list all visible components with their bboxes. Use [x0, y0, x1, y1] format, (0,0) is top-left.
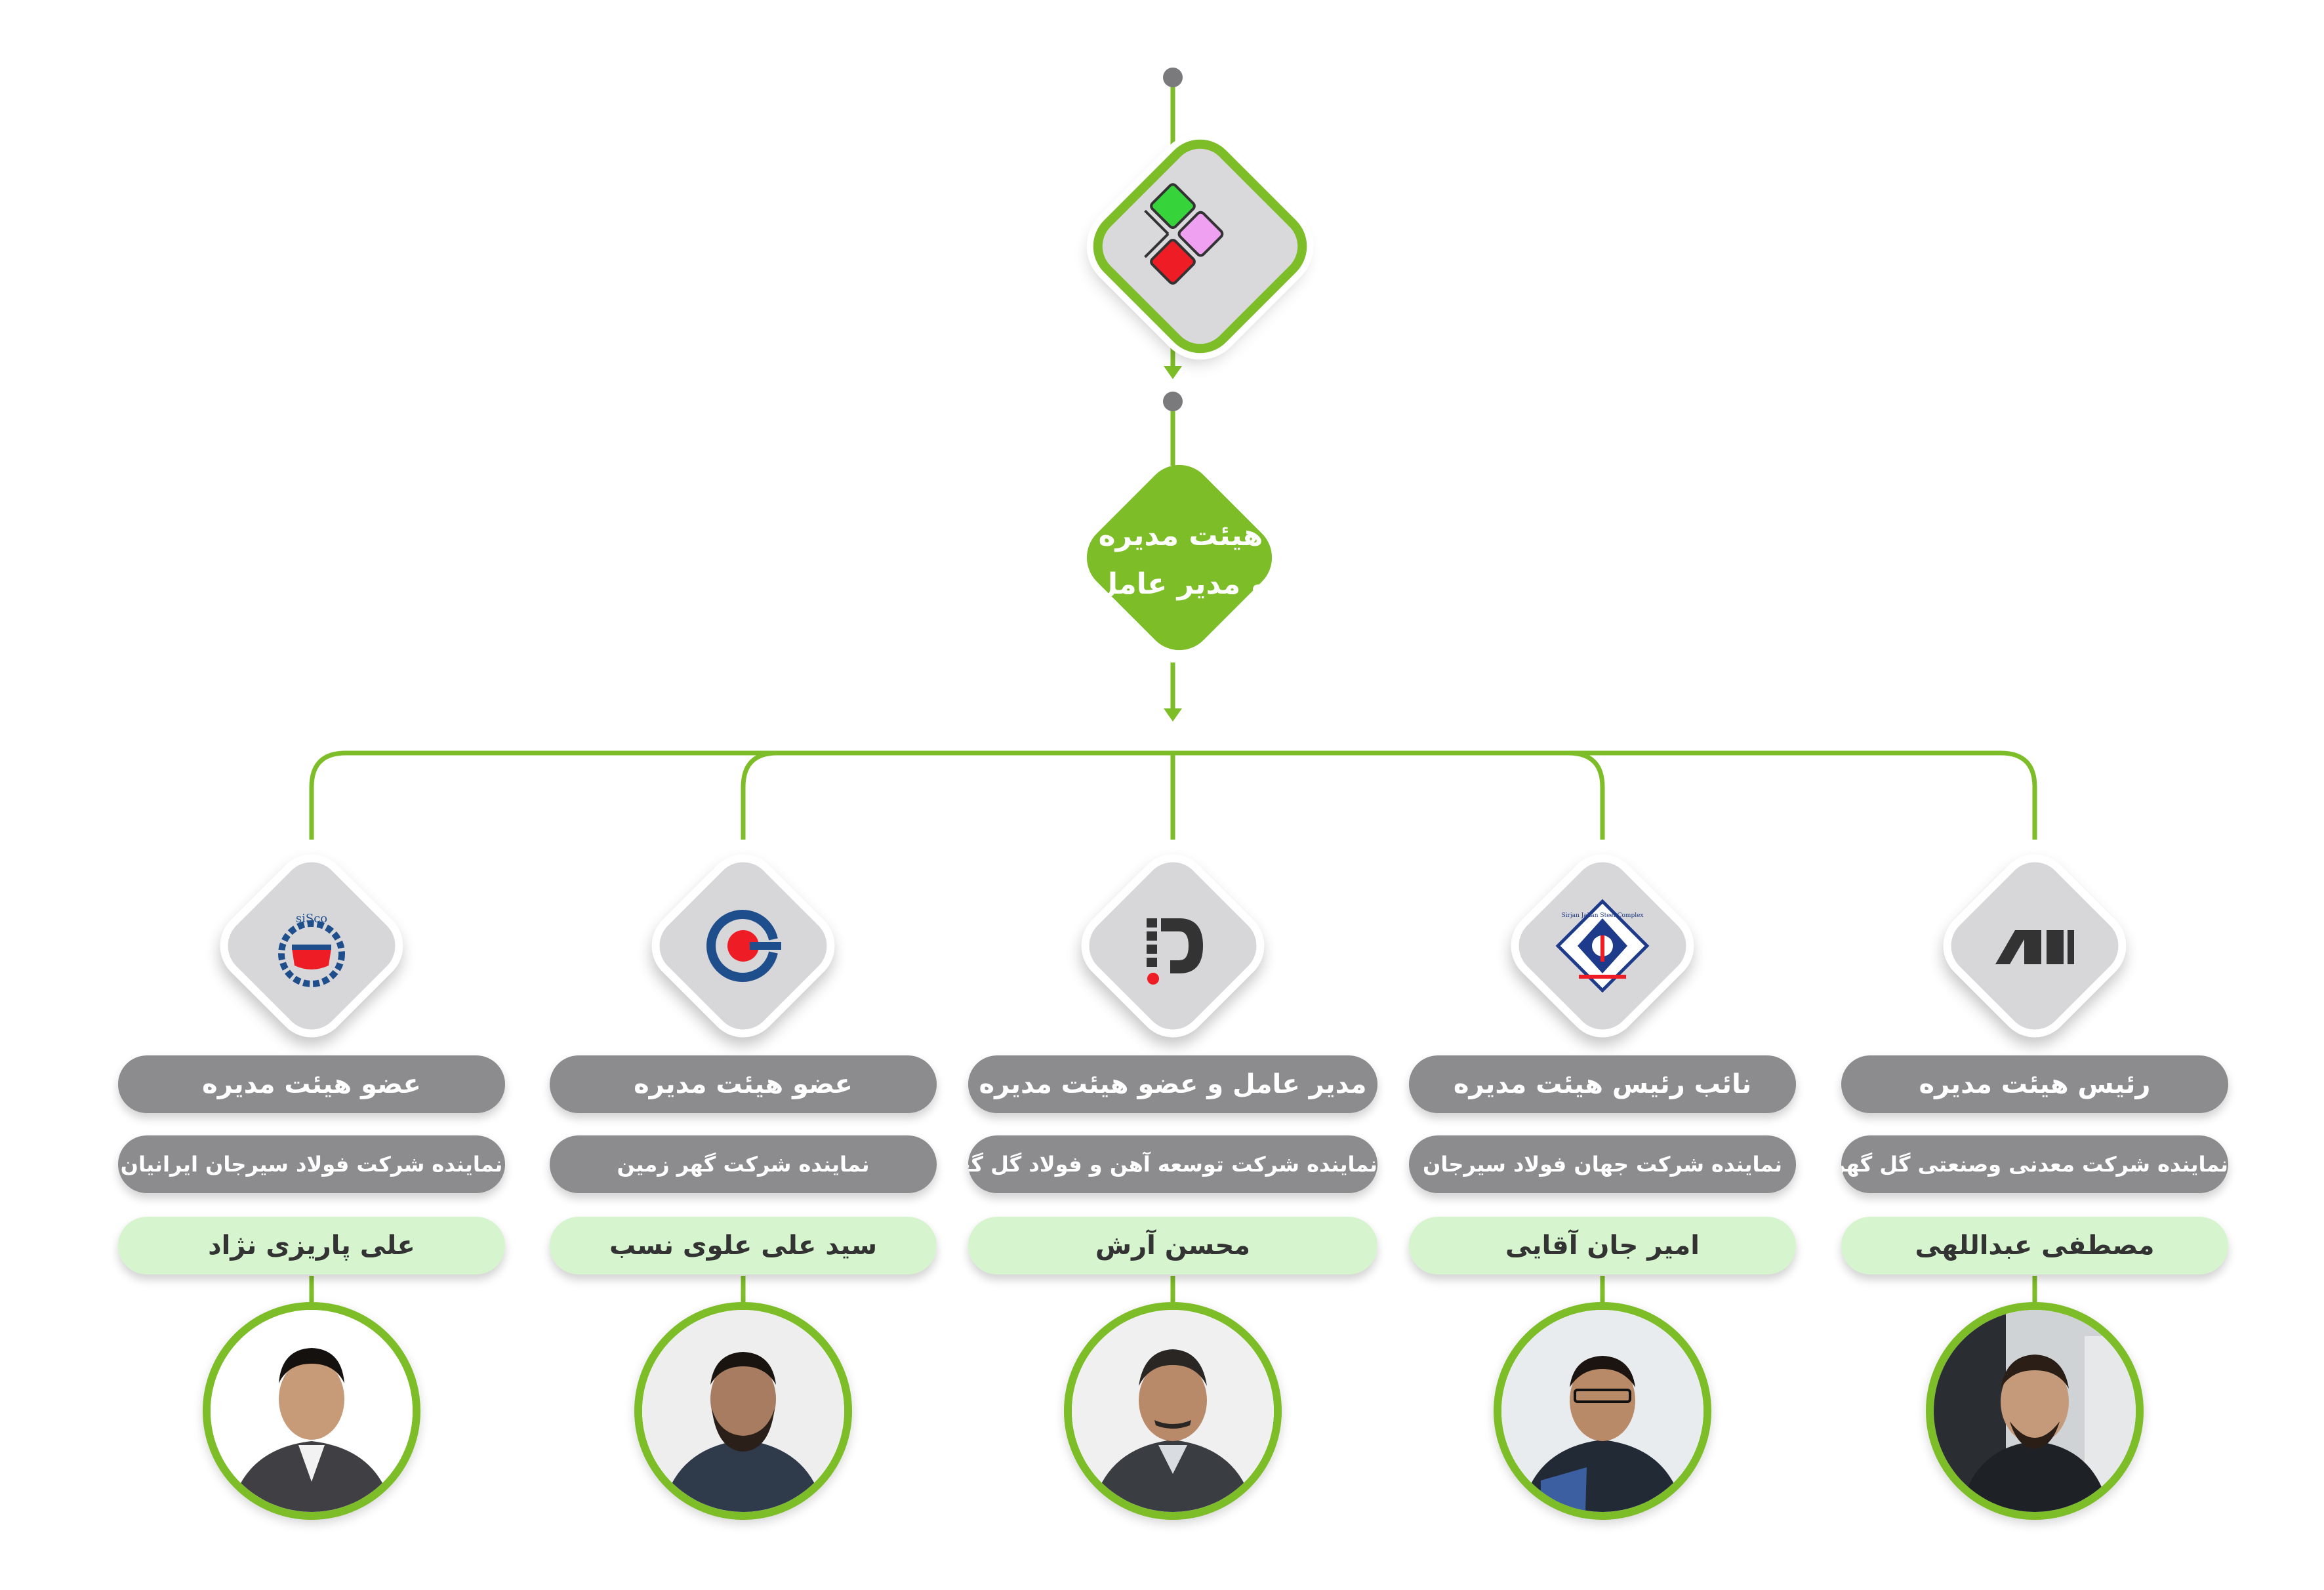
board-title-line2: و مدیر عامل: [1093, 567, 1269, 601]
logo-text: siSco: [296, 912, 327, 926]
gohar-zamin-logo-icon: [706, 910, 781, 982]
member-name: مصطفی عبداللهی: [1841, 1217, 2228, 1274]
colored-squares-logo-icon: [1144, 183, 1224, 285]
arrow-down-icon: [1164, 366, 1182, 379]
member-name: علی پاریزی نژاد: [118, 1217, 505, 1274]
member-represents: نماینده شرکت معدنی وصنعتی گل گهر: [1841, 1135, 2228, 1193]
logo-text: Sirjan Jahan Steel Complex: [1561, 912, 1643, 919]
member-represents: نماینده شرکت گهر زمین: [550, 1135, 937, 1193]
member-photo: [1494, 1302, 1711, 1520]
member-photo: [203, 1302, 420, 1520]
board-title-line1: هیئت مدیره: [1098, 519, 1263, 552]
member-represents: نماینده شرکت توسعه آهن و فولاد گل گهر: [968, 1135, 1377, 1193]
arrow-down-icon: [1164, 708, 1182, 722]
member-role: مدیر عامل و عضو هیئت مدیره: [968, 1055, 1377, 1113]
gol-gohar-logo-icon: [1995, 930, 2074, 964]
member-name: امیر جان آقایی: [1409, 1217, 1796, 1274]
member-photo: [1926, 1302, 2144, 1520]
member-role: نائب رئیس هیئت مدیره: [1409, 1055, 1796, 1113]
sirjan-jahan-steel-logo-icon: Sirjan Jahan Steel Complex: [1555, 899, 1650, 993]
sisco-logo-icon: siSco: [278, 912, 345, 987]
member-role: رئیس هیئت مدیره: [1841, 1055, 2228, 1113]
member-role: عضو هیئت مدیره: [118, 1055, 505, 1113]
member-role: عضو هیئت مدیره: [550, 1055, 937, 1113]
d-letter-logo-icon: [1147, 918, 1203, 985]
member-represents: نماینده شرکت جهان فولاد سیرجان: [1409, 1135, 1796, 1193]
member-represents: نماینده شرکت فولاد سیرجان ایرانیان: [118, 1135, 505, 1193]
member-name: محسن آرش: [968, 1217, 1377, 1274]
connector-dot: [1163, 392, 1183, 411]
board-title: هیئت مدیره و مدیر عامل: [1050, 512, 1312, 609]
member-photo: [1064, 1302, 1282, 1520]
connector-dot: [1163, 68, 1183, 87]
member-name: سید علی علوی نسب: [550, 1217, 937, 1274]
member-photo: [634, 1302, 852, 1520]
